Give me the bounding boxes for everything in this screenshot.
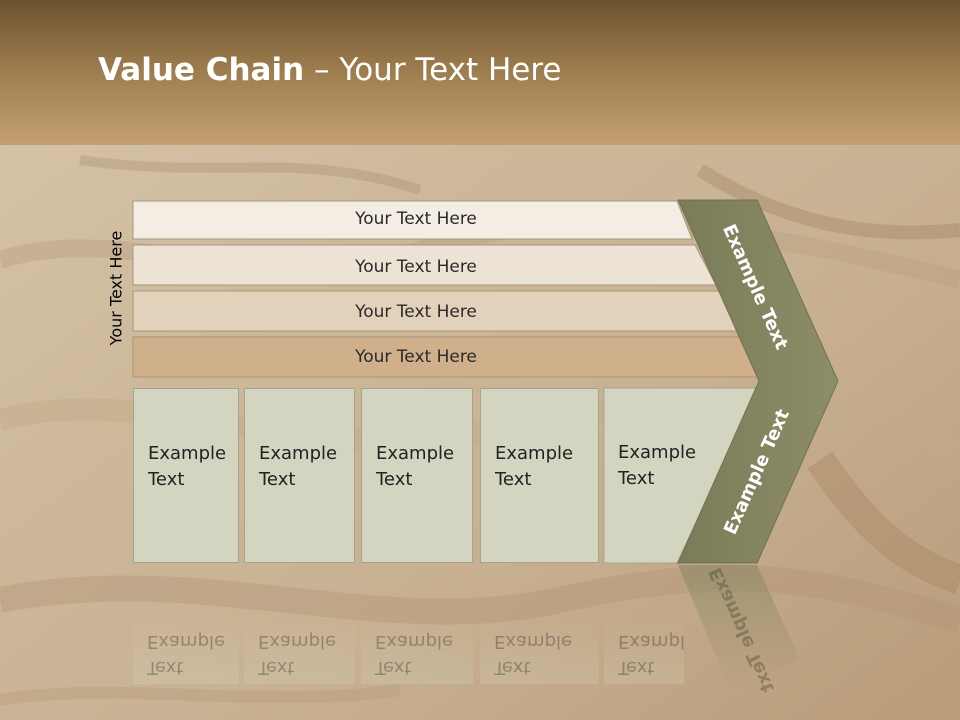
row-1-label: Your Text Here <box>355 209 477 229</box>
box-5-reflection: Text Example <box>604 564 684 684</box>
box-3-reflection-line2: Text <box>375 657 412 678</box>
box-4-reflection-line1: Example <box>494 631 573 652</box>
box-2-reflection-line1: Example <box>258 631 337 652</box>
box-2-reflection-line2: Text <box>258 657 295 678</box>
box-4-reflection: Text Example <box>480 564 599 684</box>
box-1-reflection: Text Example <box>133 564 239 684</box>
box-2-line1: Example <box>259 443 338 464</box>
slide-title: Value Chain – Your Text Here <box>98 52 561 88</box>
box-3-line2: Text <box>376 469 413 490</box>
box-5-shape <box>603 387 760 564</box>
row-4-label: Your Text Here <box>355 347 477 367</box>
box-1-reflection-line1: Example <box>147 631 226 652</box>
row-2-label: Your Text Here <box>355 257 477 277</box>
box-2-reflection: Text Example <box>244 564 355 684</box>
box-5-line1: Example <box>618 442 697 463</box>
box-3-reflection-line1: Example <box>375 631 454 652</box>
title-bold: Value Chain <box>98 52 305 88</box>
box-4-line2: Text <box>495 469 532 490</box>
box-1-line1: Example <box>148 443 227 464</box>
box-3-line1: Example <box>376 443 455 464</box>
box-4-reflection-line2: Text <box>494 657 531 678</box>
box-5-reflection-line2: Text <box>618 657 655 678</box>
row-1-shape <box>132 200 693 240</box>
box-2-line2: Text <box>259 469 296 490</box>
box-5-reflection-line1: Example <box>618 631 684 652</box>
header-band <box>0 0 960 145</box>
box-3-reflection: Text Example <box>361 564 473 684</box>
box-5-line2: Text <box>618 468 655 489</box>
box-1-reflection-line2: Text <box>147 657 184 678</box>
box-4-line1: Example <box>495 443 574 464</box>
row-3-label: Your Text Here <box>355 302 477 322</box>
box-1-line2: Text <box>148 469 185 490</box>
title-rest: – Your Text Here <box>304 52 562 88</box>
chevron-arrow <box>677 199 839 564</box>
chevron-reflection <box>678 565 800 690</box>
